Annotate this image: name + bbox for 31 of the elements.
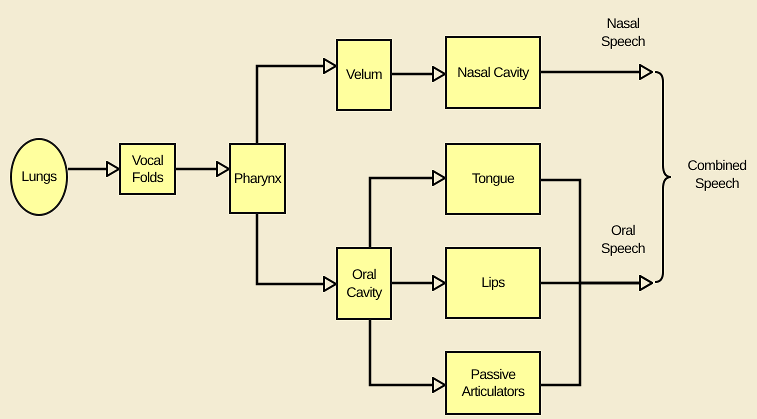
arrow: [541, 275, 653, 386]
node-label: Velum: [346, 66, 382, 84]
process-box: [229, 143, 286, 214]
node-label: Nasal Cavity: [457, 64, 529, 82]
process-box: [445, 143, 541, 215]
curly-brace: [652, 68, 674, 286]
arrow: [368, 170, 446, 247]
node-label: Vocal Folds: [130, 152, 164, 186]
node-label: Passive Articulators: [460, 366, 526, 400]
process-box: [445, 36, 541, 109]
node-label: Pharynx: [234, 170, 282, 188]
arrow: [256, 214, 337, 292]
node-label: Lips: [481, 274, 505, 292]
node-label: Lungs: [21, 168, 57, 186]
arrow: [176, 161, 230, 177]
arrow: [256, 58, 337, 143]
arrow: [392, 66, 446, 82]
arrow: [68, 161, 120, 177]
process-box: [336, 247, 392, 320]
arrow: [368, 320, 446, 393]
text-label: Nasal Speech: [600, 15, 646, 50]
node-label: Oral Cavity: [345, 266, 384, 301]
text-label: Oral Speech: [600, 222, 646, 257]
node-label: Tongue: [472, 170, 514, 188]
process-box: [445, 351, 541, 415]
arrow: [392, 275, 446, 291]
text-label: Combined Speech: [686, 157, 748, 192]
process-box: [119, 143, 176, 195]
arrow: [541, 64, 653, 80]
process-box: [445, 247, 541, 319]
process-box: [336, 39, 392, 111]
